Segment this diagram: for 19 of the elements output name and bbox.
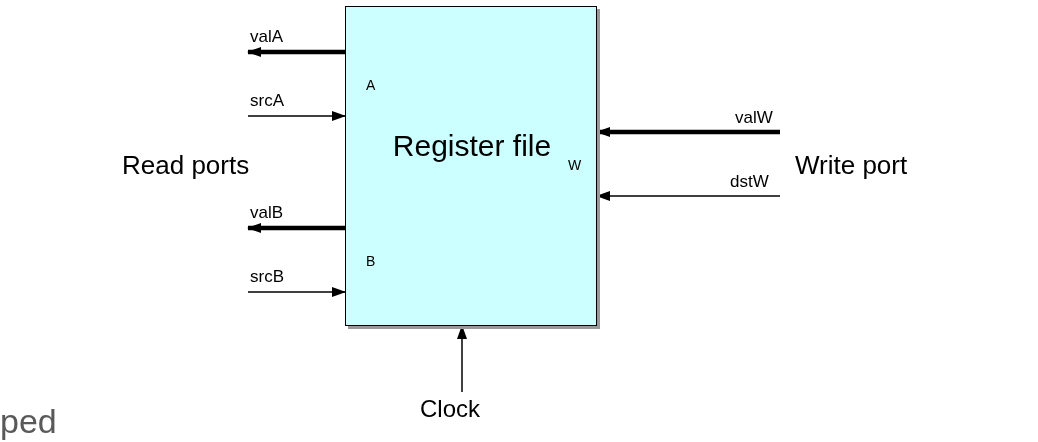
port-label: W <box>568 157 582 173</box>
signal-label: srcB <box>250 267 284 287</box>
signal-label: valA <box>250 27 284 47</box>
signal-label: dstW <box>730 172 769 192</box>
signal-label: valB <box>250 203 284 223</box>
group-label: Write port <box>795 150 908 181</box>
signal-label: Clock <box>420 395 480 423</box>
arrow <box>247 287 346 297</box>
arrow <box>247 223 345 233</box>
cut-off-text: ped <box>0 402 57 441</box>
port-label: A <box>366 77 376 93</box>
register-box <box>345 6 597 326</box>
signal-label: srcA <box>250 91 284 111</box>
arrow <box>247 47 345 57</box>
arrow <box>247 111 346 121</box>
signal-label: valW <box>735 108 773 128</box>
port-label: B <box>366 253 376 269</box>
component-label: Register file <box>391 128 553 164</box>
group-label: Read ports <box>122 150 250 181</box>
